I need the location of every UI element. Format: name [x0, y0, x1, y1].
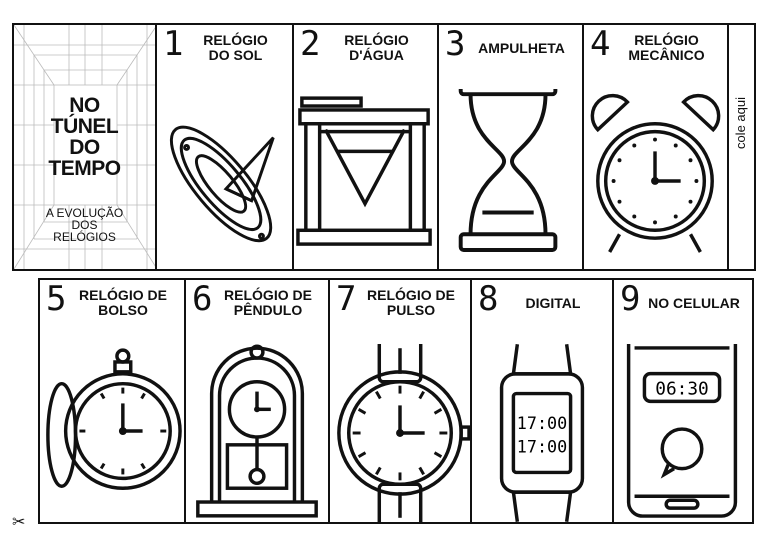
smartphone-icon: 06:30: [614, 326, 752, 522]
digital-time-line: 17:00: [517, 437, 567, 457]
panel-label: AMPULHETA: [478, 40, 565, 56]
cover-subtitle-line: DOS: [71, 218, 98, 232]
top-strip: NO TÚNEL DO TEMPO A EVOLUÇÃO DOS RELÓGIO…: [12, 23, 756, 271]
pendulum-clock-icon: [186, 344, 328, 522]
panel-hourglass: 3 AMPULHETA: [439, 25, 584, 269]
wristwatch-icon: [330, 336, 470, 522]
cover-title-line: TEMPO: [48, 157, 121, 180]
digital-time-line: 17:00: [517, 413, 567, 433]
panel-number: 7: [336, 280, 357, 319]
panel-number: 4: [590, 25, 611, 64]
panel-label: NO CELULAR: [648, 295, 740, 311]
digital-watch-icon: 17:00 17:00: [472, 344, 612, 522]
panel-number: 8: [478, 280, 499, 319]
panel-label: DIGITAL: [525, 295, 581, 311]
phone-time: 06:30: [655, 378, 709, 399]
cover-panel: NO TÚNEL DO TEMPO A EVOLUÇÃO DOS RELÓGIO…: [14, 25, 157, 269]
cover-subtitle-line: RELÓGIOS: [53, 230, 116, 244]
panel-number: 2: [300, 25, 321, 64]
cover-subtitle-line: A EVOLUÇÃO: [45, 206, 124, 220]
alarm-clock-icon: [584, 89, 727, 269]
glue-label: cole aqui: [733, 97, 748, 150]
panel-digital-watch: 8 DIGITAL 17:00 17:00: [472, 280, 614, 522]
panel-number: 6: [192, 280, 213, 319]
cover-title-line: NO: [69, 94, 100, 117]
panel-number: 1: [163, 25, 184, 64]
tunnel-grid: [14, 25, 155, 269]
pocket-watch-icon: [40, 344, 184, 522]
panel-number: 5: [46, 280, 67, 319]
glue-tab: cole aqui: [729, 25, 754, 269]
water-clock-icon: [294, 89, 437, 269]
cover-title-line: TÚNEL: [50, 115, 119, 138]
cover-title: NO TÚNEL DO TEMPO: [14, 95, 155, 179]
cover-title-line: DO: [69, 136, 100, 159]
cover-subtitle: A EVOLUÇÃO DOS RELÓGIOS: [14, 207, 155, 243]
hourglass-icon: [439, 76, 582, 269]
panel-smartphone: 9 NO CELULAR 06:30: [614, 280, 752, 522]
sundial-icon: [157, 89, 292, 269]
panel-number: 3: [445, 25, 466, 64]
scissors-icon: ✂: [12, 514, 26, 531]
panel-number: 9: [620, 280, 641, 319]
